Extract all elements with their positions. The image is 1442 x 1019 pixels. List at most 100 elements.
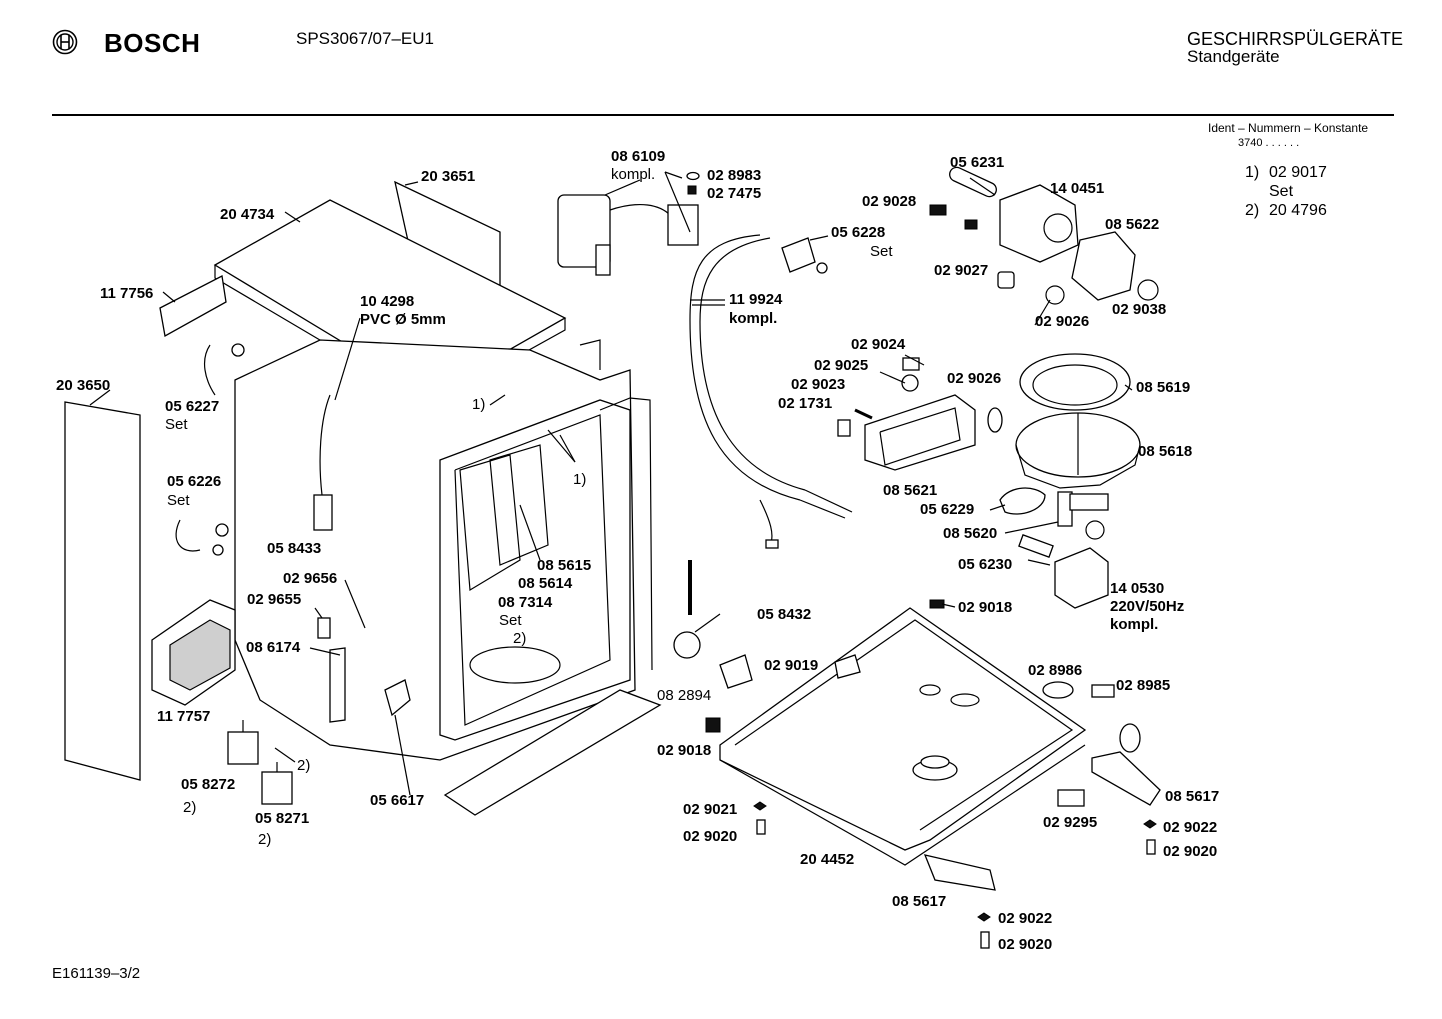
pressure-switch-a	[227, 731, 259, 765]
label-085619: 08 5619	[1136, 379, 1191, 396]
konstante-value: 3740 . . . . . .	[1238, 137, 1300, 149]
label-028983: 02 8983	[707, 167, 762, 184]
label-pvc: PVC Ø 5mm	[360, 311, 446, 328]
label-085614: 08 5614	[518, 575, 573, 592]
label-027475: 02 7475	[707, 185, 762, 202]
label-085621: 08 5621	[883, 482, 938, 499]
label-029023: 02 9023	[791, 376, 846, 393]
inlet-connector	[781, 237, 816, 273]
label-029025: 02 9025	[814, 357, 869, 374]
category-title: GESCHIRRSPÜLGERÄTE	[1187, 29, 1404, 49]
label-056228: 05 6228	[831, 224, 886, 241]
label-029295: 02 9295	[1043, 814, 1098, 831]
label-204734: 20 4734	[220, 206, 275, 223]
side-panel-left	[64, 401, 141, 781]
label-117757: 11 7757	[157, 708, 211, 725]
label-kompl-3: kompl.	[1110, 616, 1159, 633]
label-029026-b: 02 9026	[947, 370, 1002, 387]
pvc-hose	[319, 394, 331, 520]
label-voltage: 220V/50Hz	[1110, 598, 1185, 615]
model-number: SPS3067/07–EU1	[296, 29, 434, 48]
label-021731: 02 1731	[778, 395, 833, 412]
label-028986: 02 8986	[1028, 662, 1083, 679]
label-footnote-2d: 2)	[513, 630, 527, 647]
bosch-logo-icon	[52, 29, 78, 55]
drawing-reference: E161139–3/2	[52, 965, 141, 982]
label-029020-b: 02 9020	[1163, 843, 1218, 860]
label-056227: 05 6227	[165, 398, 220, 415]
label-058433: 05 8433	[267, 540, 322, 557]
capacitor-056231	[949, 166, 997, 198]
label-029018-a: 02 9018	[958, 599, 1013, 616]
label-029038: 02 9038	[1112, 301, 1167, 318]
label-087314: 08 7314	[498, 594, 553, 611]
base-pan-204452	[719, 607, 1087, 851]
bracket-085617-front	[923, 854, 996, 891]
label-029656: 02 9656	[283, 570, 338, 587]
label-029020-c: 02 9020	[998, 936, 1053, 953]
hose-056229	[999, 487, 1046, 515]
label-footnote-2a: 2)	[183, 799, 197, 816]
label-140451: 14 0451	[1050, 180, 1105, 197]
label-203651: 20 3651	[421, 168, 476, 185]
motor-housing-140451	[999, 184, 1079, 263]
label-104298: 10 4298	[360, 293, 415, 310]
label-119924: 11 9924	[729, 291, 783, 308]
label-056229: 05 6229	[920, 501, 975, 518]
label-085617-a: 08 5617	[1165, 788, 1220, 805]
label-056231: 05 6231	[950, 154, 1005, 171]
label-kompl-2: kompl.	[729, 310, 778, 327]
note-1-extra: Set	[1269, 183, 1294, 200]
label-058271: 05 8271	[255, 810, 310, 827]
bracket-085617-right	[1091, 751, 1161, 806]
label-086174: 08 6174	[246, 639, 301, 656]
label-140530: 14 0530	[1110, 580, 1165, 597]
brand-name: BOSCH	[104, 28, 201, 58]
label-029024: 02 9024	[851, 336, 906, 353]
label-set-2: Set	[167, 492, 190, 509]
label-footnote-2c: 2)	[297, 757, 311, 774]
label-set-4: Set	[870, 243, 893, 260]
ident-label: Ident – Nummern – Konstante	[1208, 121, 1369, 135]
tub-opening	[439, 399, 631, 741]
label-set-3: Set	[499, 612, 522, 629]
label-085622: 08 5622	[1105, 216, 1160, 233]
label-029021: 02 9021	[683, 801, 738, 818]
label-029022-a: 02 9022	[1163, 819, 1218, 836]
label-set-1: Set	[165, 416, 188, 433]
category-subtitle: Standgeräte	[1187, 47, 1280, 66]
label-204452: 20 4452	[800, 851, 855, 868]
drain-pump-140530	[1054, 547, 1109, 609]
note-2-marker: 2)	[1245, 202, 1260, 219]
note-1-marker: 1)	[1245, 164, 1260, 181]
label-056230: 05 6230	[958, 556, 1013, 573]
plinth-strip	[443, 689, 662, 816]
label-029027: 02 9027	[934, 262, 989, 279]
label-kompl-1: kompl.	[611, 166, 656, 183]
label-029020-a: 02 9020	[683, 828, 738, 845]
label-footnote-1a: 1)	[472, 396, 486, 413]
label-056617: 05 6617	[370, 792, 425, 809]
valve-body	[667, 204, 699, 246]
label-058272: 05 8272	[181, 776, 236, 793]
drain-hose	[689, 234, 801, 501]
note-2-value: 20 4796	[1269, 202, 1327, 219]
label-085620: 08 5620	[943, 525, 998, 542]
note-1-value: 02 9017	[1269, 164, 1327, 181]
pump-cover-085622	[1071, 231, 1136, 301]
label-117756: 11 7756	[100, 285, 154, 302]
bracket-117756	[159, 275, 227, 338]
label-028985: 02 8985	[1116, 677, 1171, 694]
pressure-switch-b	[261, 771, 293, 805]
label-footnote-2b: 2)	[258, 831, 272, 848]
header-divider	[52, 114, 1394, 116]
label-085615: 08 5615	[537, 557, 592, 574]
label-029022-b: 02 9022	[998, 910, 1053, 927]
label-029655: 02 9655	[247, 591, 302, 608]
label-056226: 05 6226	[167, 473, 222, 490]
label-footnote-1b: 1)	[573, 471, 587, 488]
label-029026-a: 02 9026	[1035, 313, 1090, 330]
label-203650: 20 3650	[56, 377, 111, 394]
label-029028: 02 9028	[862, 193, 917, 210]
